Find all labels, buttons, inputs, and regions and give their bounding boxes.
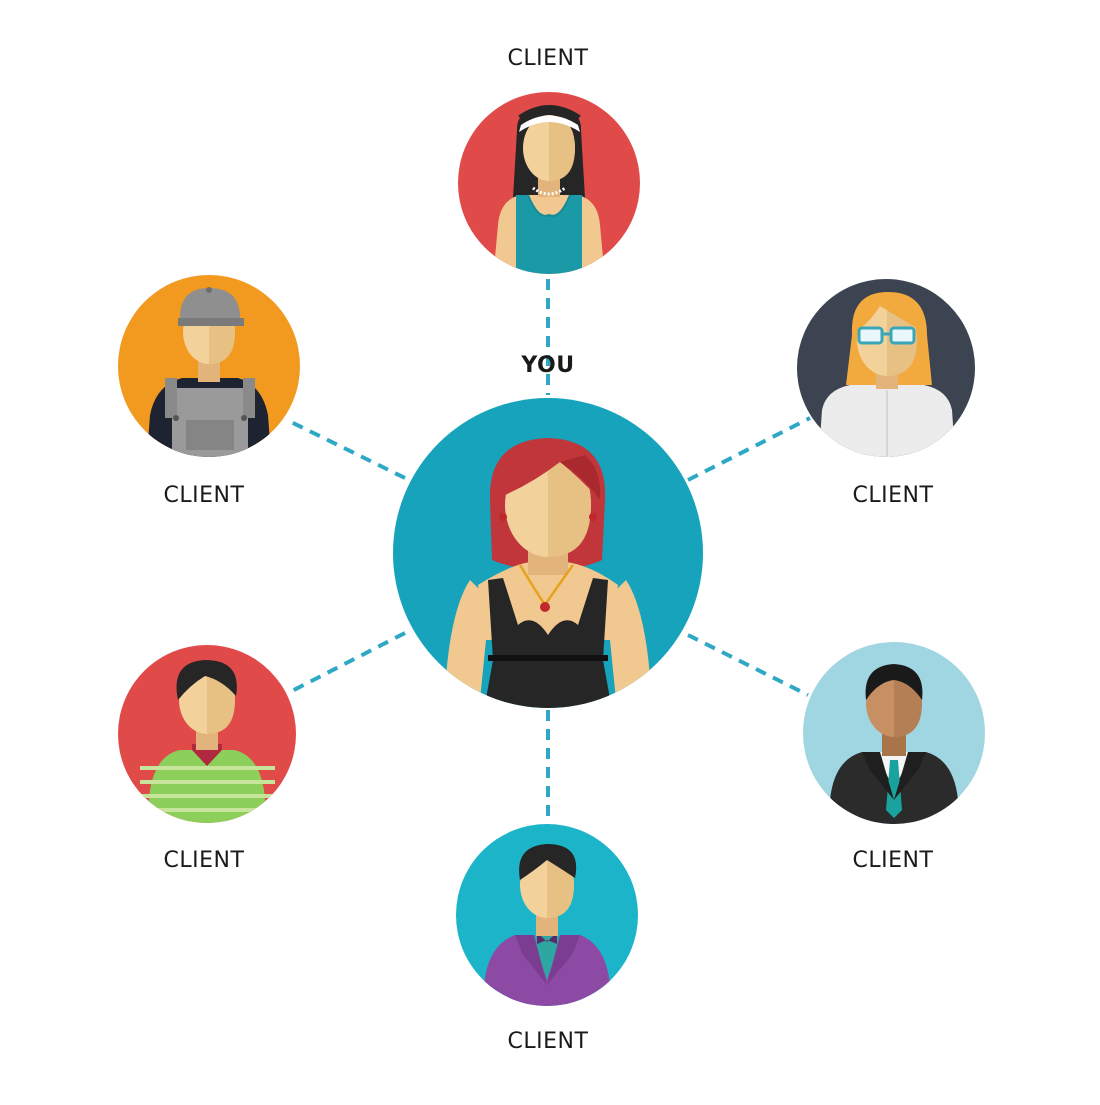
client-node[interactable] xyxy=(118,645,296,830)
client-node[interactable] xyxy=(458,92,640,290)
client-label: CLIENT xyxy=(163,483,245,508)
client-node[interactable] xyxy=(797,279,975,470)
client-label: CLIENT xyxy=(507,1029,589,1054)
client-node[interactable] xyxy=(456,824,638,1020)
man-purple-suit-icon xyxy=(480,844,614,1006)
woman-glasses-icon xyxy=(818,292,956,457)
woman-headband-icon xyxy=(492,105,606,274)
client-node[interactable] xyxy=(803,642,985,840)
worker-cap-icon xyxy=(146,287,272,457)
man-striped-shirt-icon xyxy=(140,660,275,823)
client-label: CLIENT xyxy=(852,483,934,508)
connector-line xyxy=(286,418,406,480)
connector-line xyxy=(687,633,809,697)
client-node[interactable] xyxy=(118,275,300,470)
client-label: CLIENT xyxy=(507,46,589,71)
you-label: YOU xyxy=(521,353,575,378)
client-label: CLIENT xyxy=(852,848,934,873)
connector-line xyxy=(287,631,406,695)
connectors xyxy=(286,279,811,822)
woman-red-hair-icon xyxy=(445,438,651,708)
client-label: CLIENT xyxy=(163,848,245,873)
you-node[interactable] xyxy=(393,398,703,710)
connector-line xyxy=(687,416,811,482)
